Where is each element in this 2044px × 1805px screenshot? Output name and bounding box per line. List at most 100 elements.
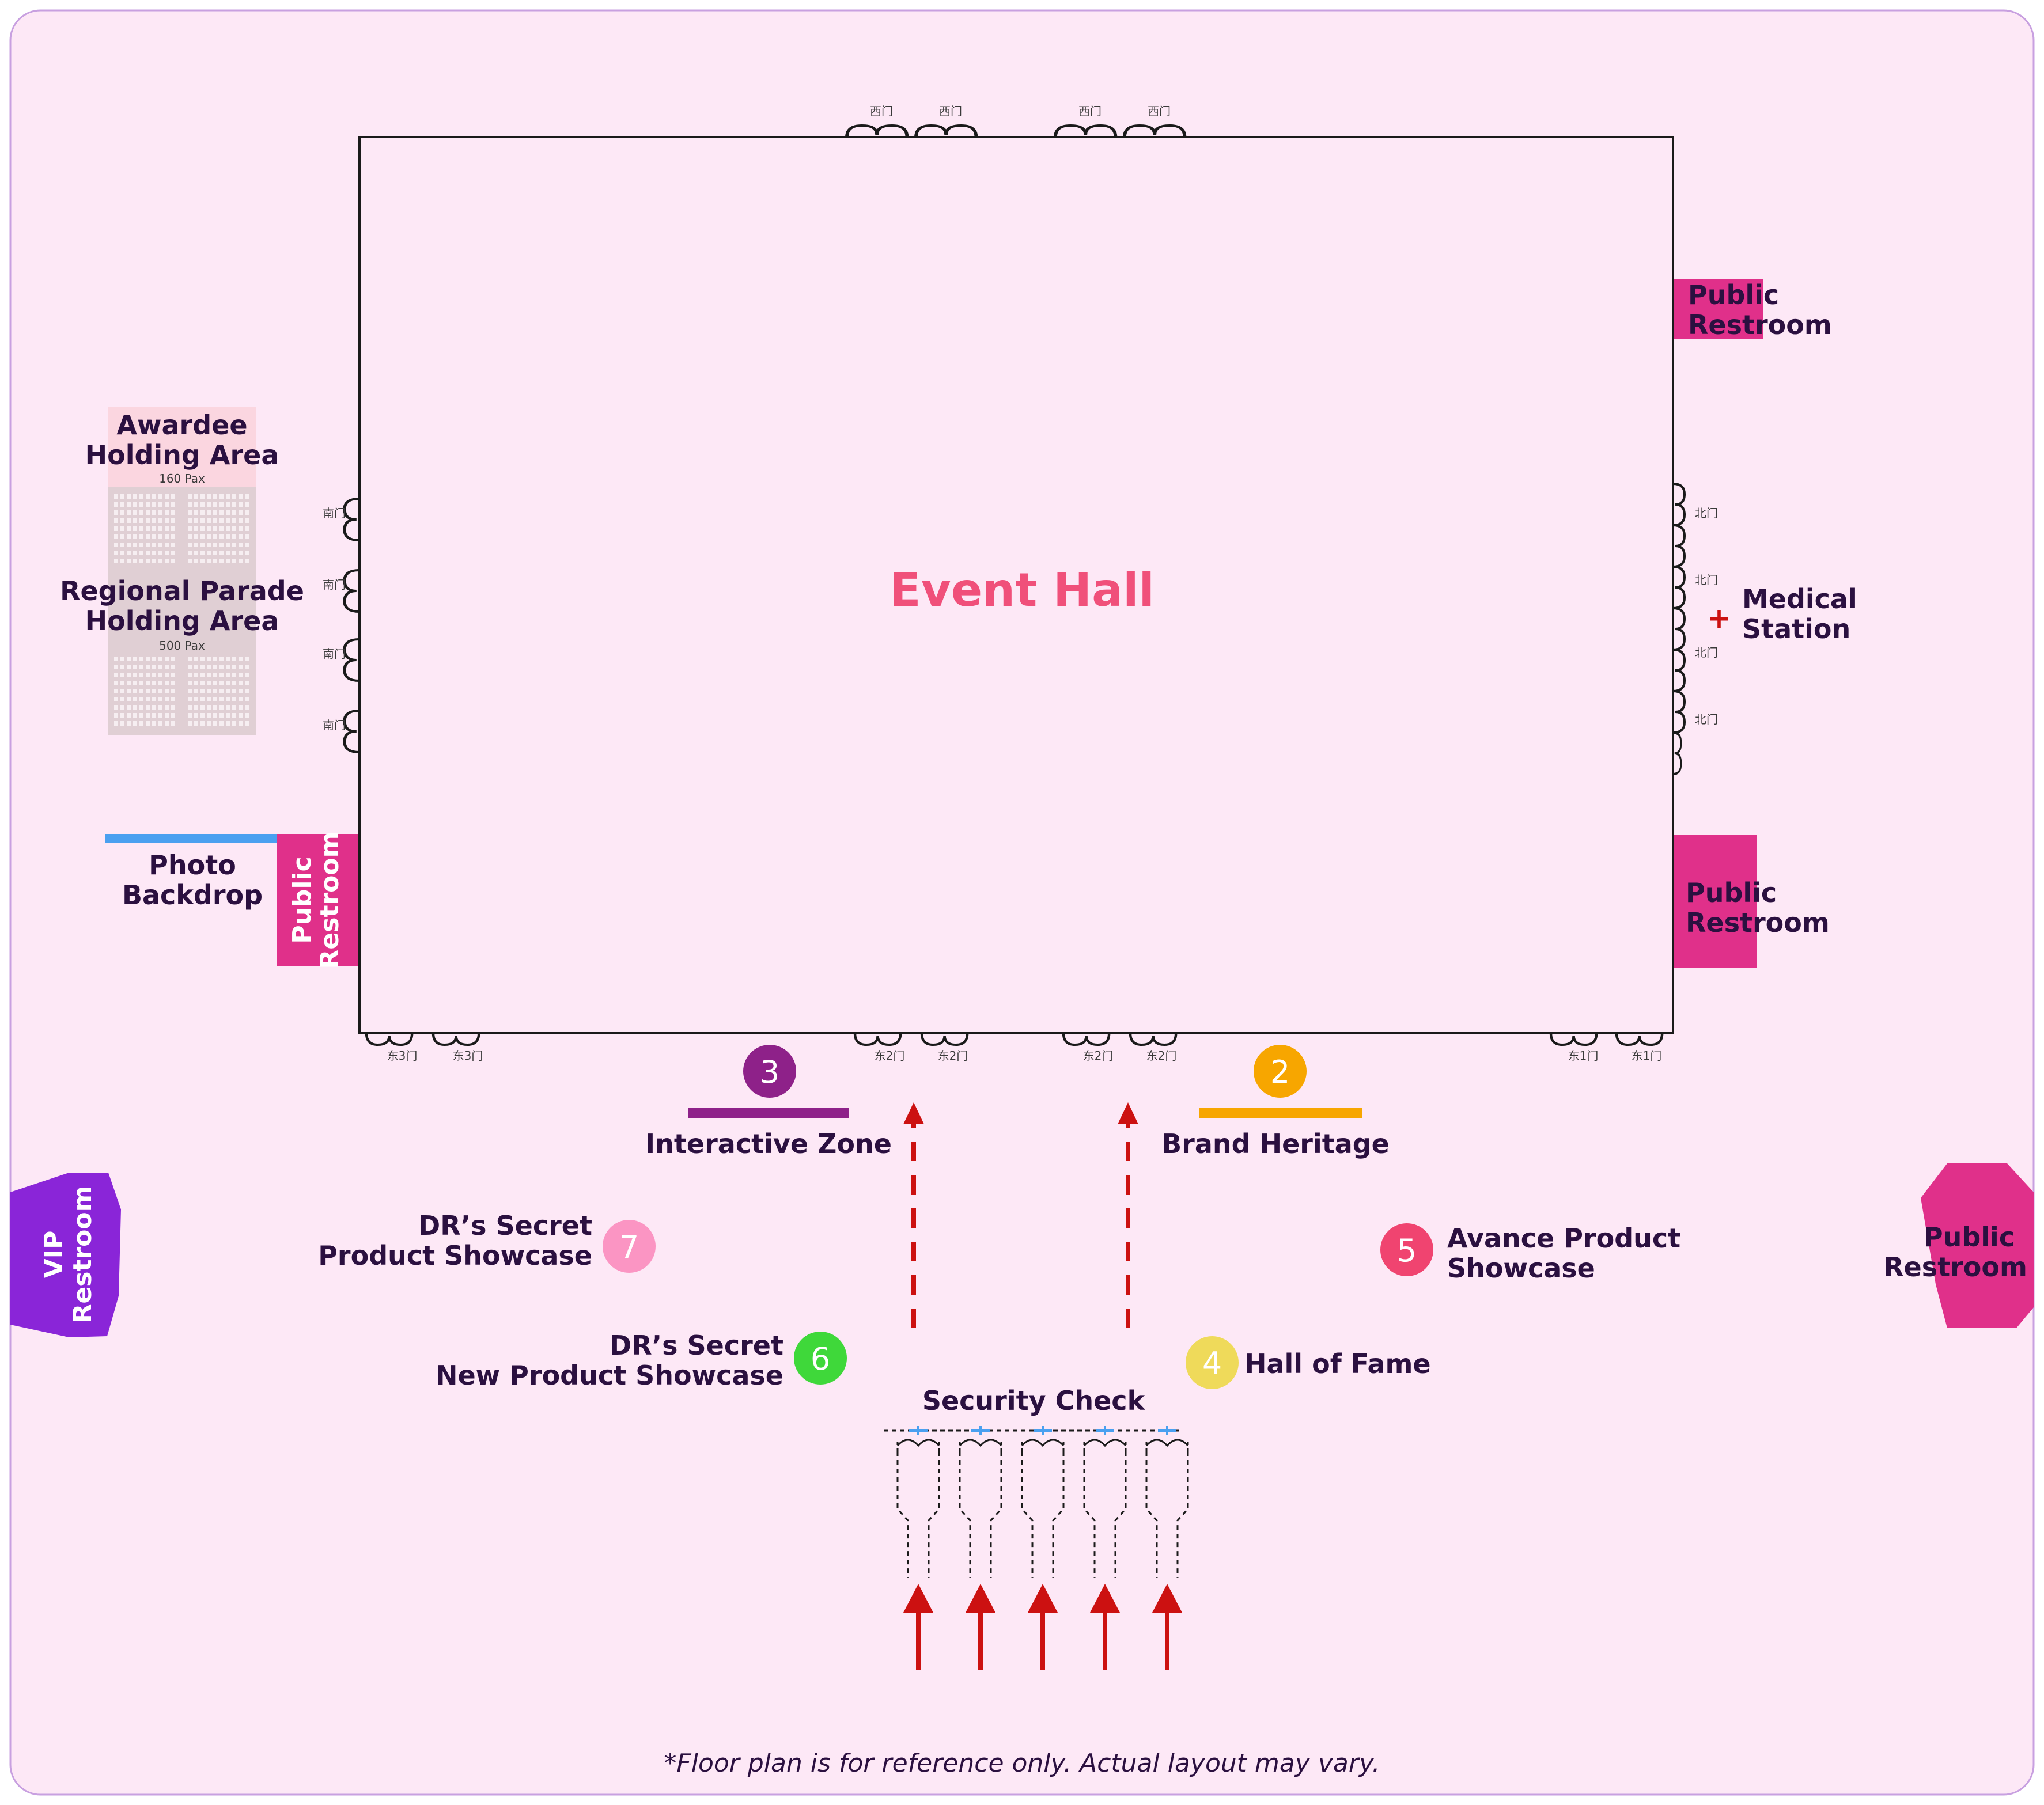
seat <box>171 681 175 685</box>
south-door-label-3: 南门 <box>323 647 346 661</box>
vip-restroom-line1: VIP <box>39 1231 69 1279</box>
seat <box>213 705 217 710</box>
seat <box>146 697 150 701</box>
seat <box>171 689 175 693</box>
seat <box>219 681 224 685</box>
zone-2-label: Brand Heritage <box>1161 1128 1390 1159</box>
seat <box>226 502 230 507</box>
zone-3-number: 3 <box>760 1054 779 1090</box>
seat <box>232 518 236 523</box>
seat <box>226 510 230 515</box>
seat <box>152 657 156 661</box>
seat <box>226 689 230 693</box>
seat <box>171 697 175 701</box>
seat <box>232 713 236 718</box>
seat <box>114 721 118 726</box>
seat <box>158 543 162 547</box>
seat <box>226 665 230 669</box>
seat <box>245 510 249 515</box>
seat <box>127 543 131 547</box>
seat <box>114 502 118 507</box>
seat <box>120 713 124 718</box>
left-restroom-line1: Public <box>287 856 317 943</box>
seat <box>207 534 211 539</box>
seat <box>152 510 156 515</box>
seat <box>232 502 236 507</box>
zone-4-number: 4 <box>1202 1345 1222 1382</box>
seat <box>171 721 175 726</box>
seat <box>213 681 217 685</box>
seat <box>200 697 205 701</box>
seat <box>152 494 156 499</box>
seat <box>200 494 205 499</box>
seat <box>139 551 143 555</box>
seat <box>188 502 192 507</box>
seat <box>152 713 156 718</box>
zone-5-label-line1: Avance Product <box>1447 1223 1680 1254</box>
seat <box>226 551 230 555</box>
seat <box>146 657 150 661</box>
seat <box>158 673 162 677</box>
seat <box>171 494 175 499</box>
event-hall-title: Event Hall <box>889 563 1155 617</box>
seat <box>171 559 175 563</box>
seat <box>158 705 162 710</box>
east-door-label-3: 东2门 <box>875 1049 905 1063</box>
seat <box>146 543 150 547</box>
seat <box>188 543 192 547</box>
seat <box>213 494 217 499</box>
seat <box>133 681 137 685</box>
seat <box>133 697 137 701</box>
top-right-restroom-line1: Public <box>1688 279 1779 310</box>
seat <box>139 689 143 693</box>
seat <box>165 681 169 685</box>
west-door-label-4: 西门 <box>1148 104 1171 118</box>
seat <box>200 551 205 555</box>
south-door-label-1: 南门 <box>323 506 346 520</box>
seat <box>226 559 230 563</box>
seat <box>213 657 217 661</box>
seat <box>139 697 143 701</box>
seat <box>207 494 211 499</box>
seat <box>245 681 249 685</box>
seat <box>232 689 236 693</box>
seat <box>120 681 124 685</box>
seat <box>245 673 249 677</box>
seat <box>245 689 249 693</box>
seat <box>120 534 124 539</box>
seat <box>165 697 169 701</box>
seat <box>152 697 156 701</box>
seat <box>213 534 217 539</box>
seat <box>120 657 124 661</box>
seat <box>188 721 192 726</box>
seat <box>127 721 131 726</box>
seat <box>152 526 156 531</box>
seat <box>200 502 205 507</box>
seat <box>219 689 224 693</box>
seat <box>232 510 236 515</box>
seat <box>200 518 205 523</box>
seat <box>139 721 143 726</box>
seat <box>194 689 198 693</box>
zone-6-label-line1: DR’s Secret <box>610 1330 783 1361</box>
south-door-label-2: 南门 <box>323 578 346 591</box>
seat <box>213 713 217 718</box>
seat <box>188 705 192 710</box>
seat <box>158 689 162 693</box>
seat <box>171 510 175 515</box>
seat <box>213 518 217 523</box>
seat <box>139 705 143 710</box>
seat <box>207 721 211 726</box>
seat <box>165 534 169 539</box>
seat <box>139 526 143 531</box>
west-door-label-2: 西门 <box>939 104 962 118</box>
zone-5-number: 5 <box>1397 1233 1417 1269</box>
mid-right-restroom-line2: Restroom <box>1686 907 1830 938</box>
seat <box>232 559 236 563</box>
left-restroom-block <box>277 834 358 966</box>
security-lane-group <box>896 1426 1189 1670</box>
seat <box>207 673 211 677</box>
parade-label-line2: Holding Area <box>85 605 279 636</box>
seat <box>194 518 198 523</box>
seat <box>188 665 192 669</box>
